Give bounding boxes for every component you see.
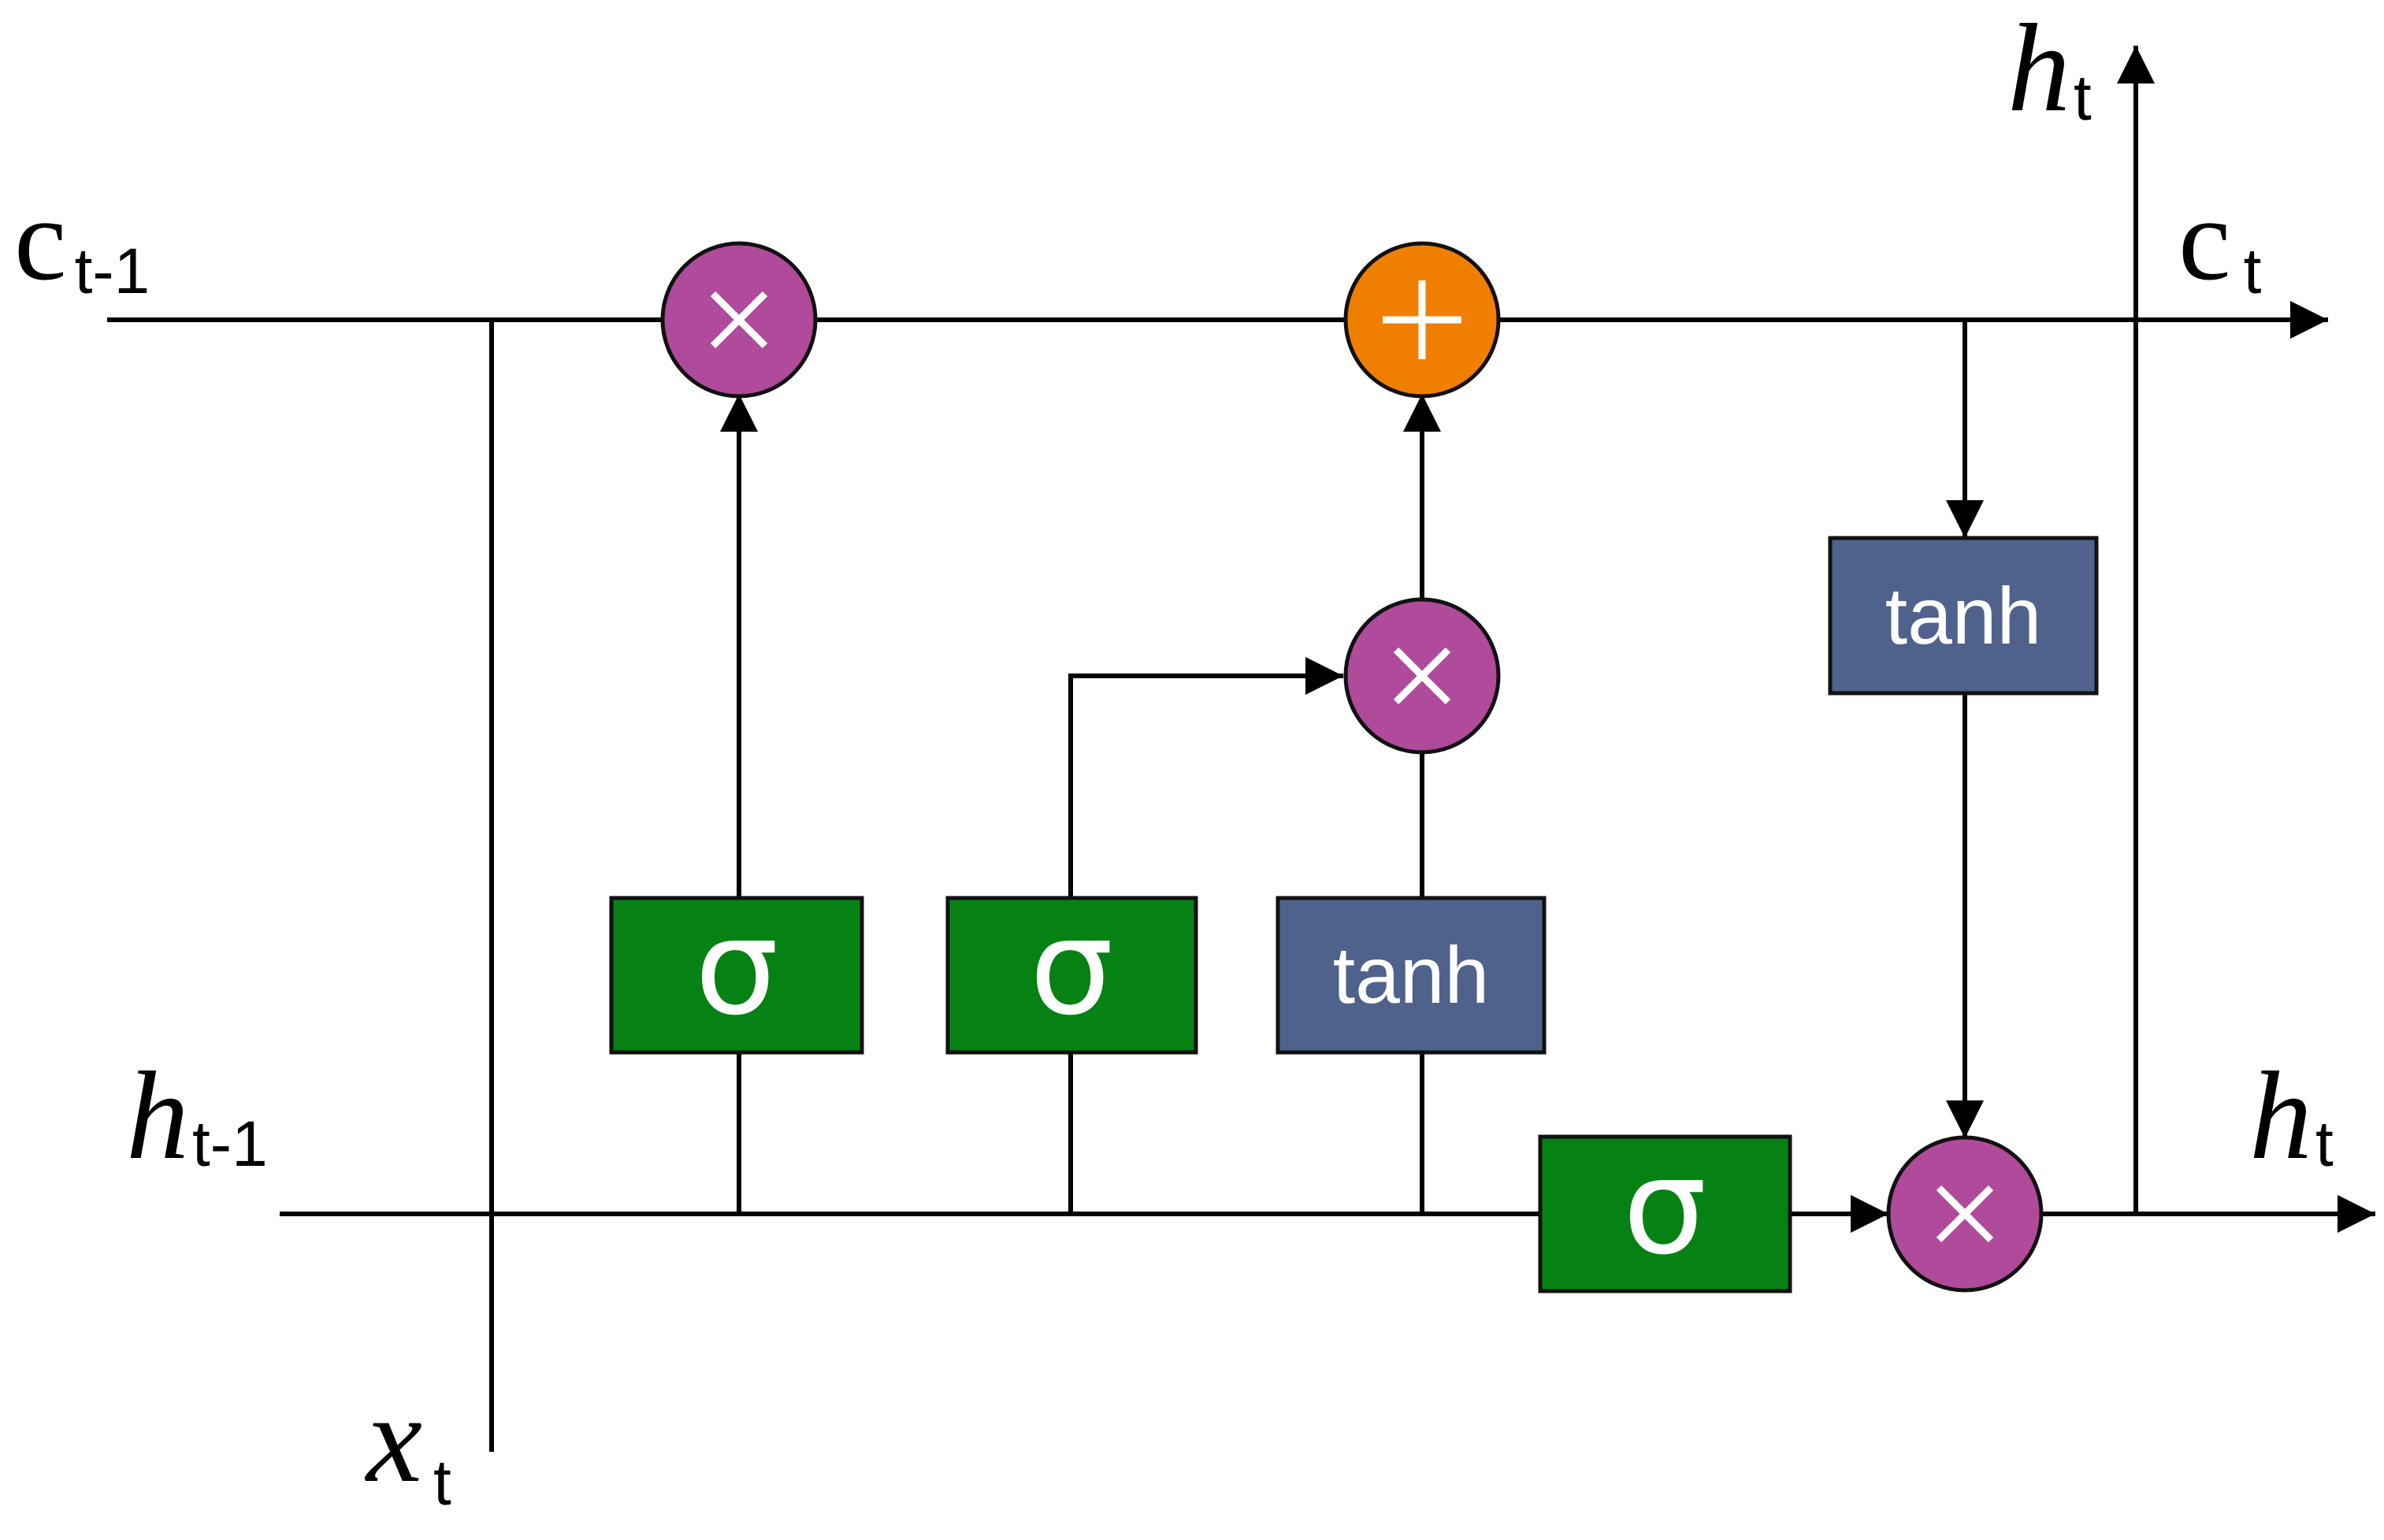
candidate-label: tanh xyxy=(1333,930,1490,1020)
input-gate-rect xyxy=(945,896,1198,1055)
output-gate-rect xyxy=(1538,1134,1792,1293)
multiply-icon xyxy=(710,291,768,349)
cell-tanh-box: tanh xyxy=(1828,536,2099,696)
h-next-right-label: ht xyxy=(2249,1045,2334,1186)
cell-add-node xyxy=(1343,241,1501,399)
output-gate-box: σ xyxy=(1538,1130,1792,1293)
candidate-rect xyxy=(1276,896,1547,1055)
output-gate-label: σ xyxy=(1623,1130,1706,1284)
input-gate-label: σ xyxy=(1030,890,1113,1045)
forget-gate-rect xyxy=(609,896,864,1055)
multiply-icon xyxy=(1393,647,1451,705)
wires xyxy=(107,45,2375,1452)
h-next-top-label: ht xyxy=(2007,0,2092,138)
input-gate-output-arrow xyxy=(1068,657,1343,898)
cell-tanh-rect xyxy=(1828,536,2099,696)
input-gate-box: σ xyxy=(945,890,1198,1055)
forget-gate-box: σ xyxy=(609,890,864,1055)
forget-multiply-node xyxy=(660,241,818,399)
input-multiply-node xyxy=(1343,597,1501,755)
multiply-icon xyxy=(1936,1185,1994,1243)
plus-icon xyxy=(1383,280,1461,359)
forget-gate-label: σ xyxy=(695,890,778,1045)
candidate-box: tanh xyxy=(1276,896,1547,1055)
h-prev-label: ht-1 xyxy=(126,1045,268,1186)
output-multiply-node xyxy=(1886,1135,2044,1293)
cell-tanh-label: tanh xyxy=(1885,571,2042,661)
